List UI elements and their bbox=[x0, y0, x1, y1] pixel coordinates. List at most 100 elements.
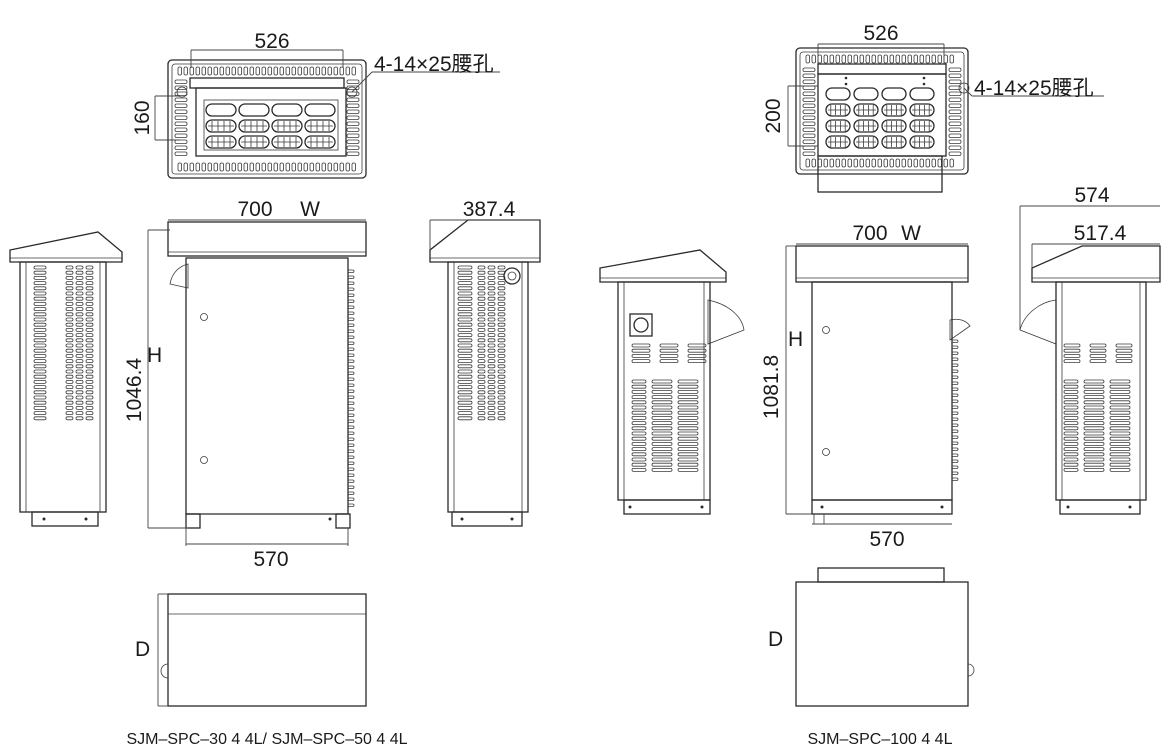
vent-slot bbox=[497, 281, 506, 286]
vent-slot bbox=[497, 317, 506, 322]
vent-slot bbox=[1063, 441, 1079, 446]
vent-slot bbox=[631, 447, 647, 452]
vent-slot bbox=[1083, 379, 1105, 384]
vent-slot bbox=[457, 343, 473, 348]
vent-slot bbox=[457, 338, 473, 343]
vent-slot bbox=[65, 374, 74, 379]
vent-slot bbox=[346, 121, 360, 126]
vent-slot bbox=[497, 395, 506, 400]
vent-slot bbox=[347, 347, 355, 351]
vent-slot bbox=[631, 353, 651, 358]
vent-slot bbox=[487, 395, 496, 400]
vent-slot bbox=[487, 333, 496, 338]
vent-slot bbox=[802, 133, 816, 138]
vent-slot bbox=[75, 390, 84, 395]
vent-slot bbox=[477, 275, 486, 280]
vent-slot bbox=[1109, 395, 1131, 400]
vent-slot bbox=[951, 477, 959, 481]
vent-slot bbox=[1063, 452, 1079, 457]
vent-slot bbox=[1083, 457, 1105, 462]
vent-slot bbox=[347, 401, 355, 405]
vent-slot bbox=[33, 348, 47, 353]
vent-slot bbox=[174, 103, 188, 108]
vent-slot bbox=[631, 426, 647, 431]
vent-slot bbox=[85, 416, 94, 421]
vent-slot bbox=[231, 66, 236, 76]
module bbox=[238, 119, 270, 133]
vent-slot bbox=[1063, 359, 1081, 364]
vent-slot bbox=[33, 296, 47, 301]
vent-slot bbox=[75, 270, 84, 275]
vent-slot bbox=[677, 436, 699, 441]
vent-slot bbox=[477, 286, 486, 291]
vent-slot bbox=[487, 343, 496, 348]
vent-slot bbox=[291, 162, 296, 172]
vent-slot bbox=[1063, 436, 1079, 441]
module bbox=[238, 135, 270, 149]
vent-slot bbox=[174, 139, 188, 144]
vent-slot bbox=[309, 66, 314, 76]
right-top-view bbox=[787, 43, 1104, 193]
vent-slot bbox=[267, 162, 272, 172]
right-front-width-letter: W bbox=[901, 222, 921, 245]
vent-slot bbox=[213, 66, 218, 76]
vent-slot bbox=[883, 54, 888, 64]
vent-slot bbox=[347, 443, 355, 447]
vent-slot bbox=[347, 281, 355, 285]
left-top-view bbox=[154, 49, 500, 179]
vent-slot bbox=[347, 323, 355, 327]
vent-slot bbox=[477, 390, 486, 395]
vent-slot bbox=[75, 312, 84, 317]
vent-slot bbox=[811, 158, 816, 168]
vent-slot bbox=[65, 338, 74, 343]
vent-slot bbox=[1109, 400, 1131, 405]
vent-slot bbox=[847, 158, 852, 168]
vent-slot bbox=[1063, 410, 1079, 415]
vent-slot bbox=[1083, 462, 1105, 467]
vent-slot bbox=[943, 158, 948, 168]
right-top-modules bbox=[825, 87, 935, 149]
left-plan-depth-letter: D bbox=[135, 638, 150, 661]
vent-slot bbox=[497, 405, 506, 410]
vent-slot bbox=[75, 291, 84, 296]
vent-slot bbox=[75, 265, 84, 270]
vent-slot bbox=[1063, 379, 1079, 384]
vent-slot bbox=[327, 162, 332, 172]
vent-slot bbox=[75, 281, 84, 286]
vent-slot bbox=[1083, 400, 1105, 405]
vent-slot bbox=[948, 139, 962, 144]
vent-slot bbox=[631, 379, 647, 384]
vent-slot bbox=[477, 307, 486, 312]
vent-slot bbox=[802, 145, 816, 150]
vent-slot bbox=[255, 66, 260, 76]
vent-slot bbox=[347, 305, 355, 309]
vent-slot bbox=[951, 345, 959, 349]
left-side-view-a bbox=[9, 231, 123, 527]
vent-slot bbox=[457, 395, 473, 400]
vent-slot bbox=[477, 291, 486, 296]
vent-slot bbox=[497, 359, 506, 364]
vent-slot bbox=[687, 359, 707, 364]
vent-slot bbox=[497, 275, 506, 280]
vent-slot bbox=[477, 348, 486, 353]
vent-slot bbox=[487, 317, 496, 322]
vent-slot bbox=[347, 419, 355, 423]
vent-slot bbox=[1109, 426, 1131, 431]
vent-slot bbox=[33, 270, 47, 275]
vent-slot bbox=[75, 348, 84, 353]
vent-slot bbox=[631, 400, 647, 405]
vent-slot bbox=[951, 465, 959, 469]
vent-slot bbox=[457, 411, 473, 416]
vent-slot bbox=[347, 485, 355, 489]
vent-slot bbox=[487, 400, 496, 405]
vent-slot bbox=[631, 415, 647, 420]
vent-slot bbox=[497, 333, 506, 338]
vent-slot bbox=[183, 66, 188, 76]
vent-slot bbox=[497, 265, 506, 270]
vent-slot bbox=[189, 162, 194, 172]
vent-slot bbox=[877, 158, 882, 168]
vent-slot bbox=[33, 343, 47, 348]
vent-slot bbox=[677, 431, 699, 436]
vent-slot bbox=[347, 497, 355, 501]
vent-slot bbox=[1089, 348, 1107, 353]
